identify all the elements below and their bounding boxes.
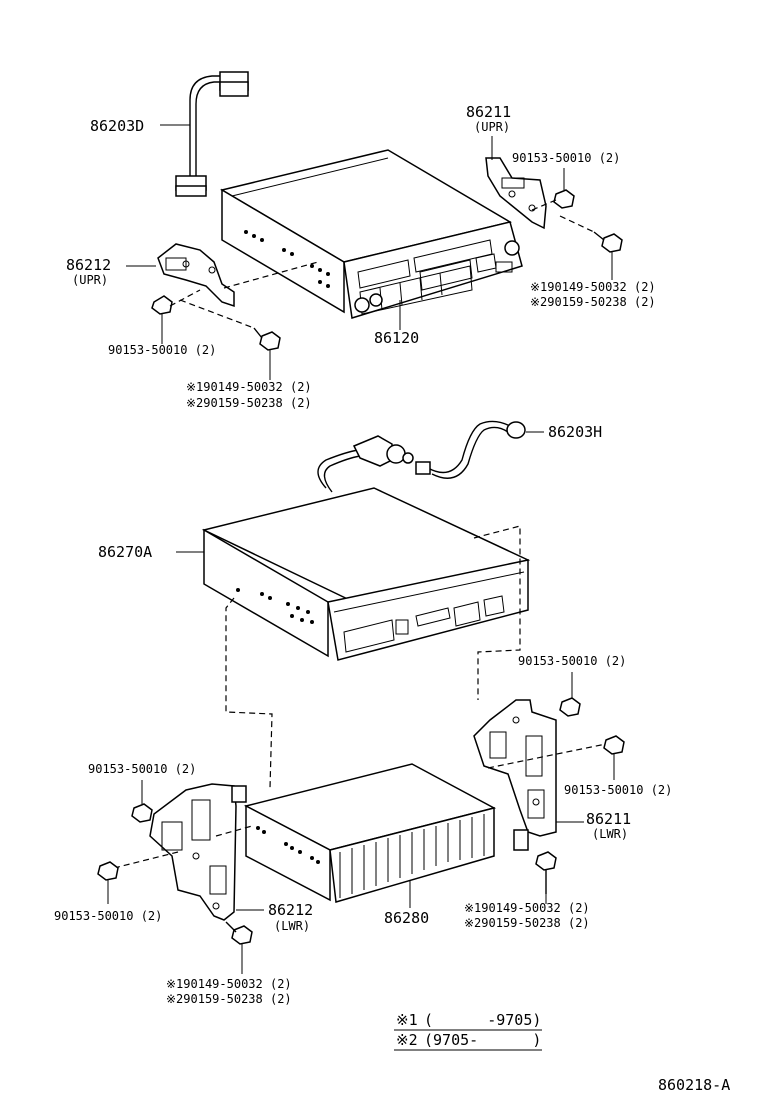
label-screw-top-left-2: ※290159-50238 (2) xyxy=(186,396,312,410)
screw-bottom-right xyxy=(535,851,557,904)
label-86203d: 86203D xyxy=(90,117,144,135)
label-86203h: 86203H xyxy=(548,423,602,441)
bracket-86211-lwr xyxy=(473,699,607,851)
legend-range-2: (9705- ) xyxy=(424,1031,541,1049)
label-screw-top-right-2: ※290159-50238 (2) xyxy=(530,295,656,309)
label-screw-bottom-right-2: ※290159-50238 (2) xyxy=(464,916,590,930)
label-86212-lwr: 86212 xyxy=(268,901,313,919)
label-86211-upr-sub: (UPR) xyxy=(474,120,510,134)
figure-code: 860218-A xyxy=(658,1076,730,1094)
label-86212-upr-sub: (UPR) xyxy=(72,273,108,287)
label-bolt-mid-right-top: 90153-50010 (2) xyxy=(518,654,626,668)
bracket-86212-lwr xyxy=(113,783,264,921)
label-86211-lwr: 86211 xyxy=(586,810,631,828)
label-86211-upr: 86211 xyxy=(466,103,511,121)
label-screw-bottom-right-1: ※190149-50032 (2) xyxy=(464,901,590,915)
amplifier-86280 xyxy=(243,763,497,908)
label-86280: 86280 xyxy=(384,909,429,927)
label-screw-top-right-1: ※190149-50032 (2) xyxy=(530,280,656,294)
label-86212-lwr-sub: (LWR) xyxy=(274,919,310,933)
changer-86270a xyxy=(176,487,531,789)
label-86270a: 86270A xyxy=(98,543,152,561)
label-86211-lwr-sub: (LWR) xyxy=(592,827,628,841)
label-bolt-top-left: 90153-50010 (2) xyxy=(108,343,216,357)
screw-bottom-left xyxy=(225,921,253,974)
legend-mark-1: ※1 xyxy=(396,1011,418,1029)
bolt-top-right xyxy=(531,168,575,211)
screw-top-right xyxy=(559,215,623,280)
head-unit-86120 xyxy=(220,149,523,330)
label-screw-bottom-left-1: ※190149-50032 (2) xyxy=(166,977,292,991)
date-legend: ※1 ( -9705) ※2 (9705- ) xyxy=(394,1011,542,1051)
bolt-top-left xyxy=(151,289,201,344)
label-bolt-bottom-left: 90153-50010 (2) xyxy=(54,909,162,923)
bolt-mid-right-top xyxy=(559,672,581,717)
label-screw-top-left-1: ※190149-50032 (2) xyxy=(186,380,312,394)
label-screw-bottom-left-2: ※290159-50238 (2) xyxy=(166,992,292,1006)
label-bolt-mid-left: 90153-50010 (2) xyxy=(88,762,196,776)
bolt-mid-left xyxy=(131,780,153,823)
bracket-86211-upr xyxy=(485,136,547,230)
legend-range-1: ( -9705) xyxy=(424,1011,541,1029)
bracket-86212-upr xyxy=(126,243,319,308)
label-bolt-top-right: 90153-50010 (2) xyxy=(512,151,620,165)
bolt-bottom-left xyxy=(97,861,119,904)
screw-top-left xyxy=(179,299,281,380)
antenna-cable-86203h xyxy=(317,420,544,493)
wire-harness-86203d xyxy=(160,71,249,197)
bolt-mid-right-lower xyxy=(603,735,625,780)
label-86120: 86120 xyxy=(374,329,419,347)
legend-mark-2: ※2 xyxy=(396,1031,418,1049)
label-bolt-mid-right-lower: 90153-50010 (2) xyxy=(564,783,672,797)
label-86212-upr: 86212 xyxy=(66,256,111,274)
